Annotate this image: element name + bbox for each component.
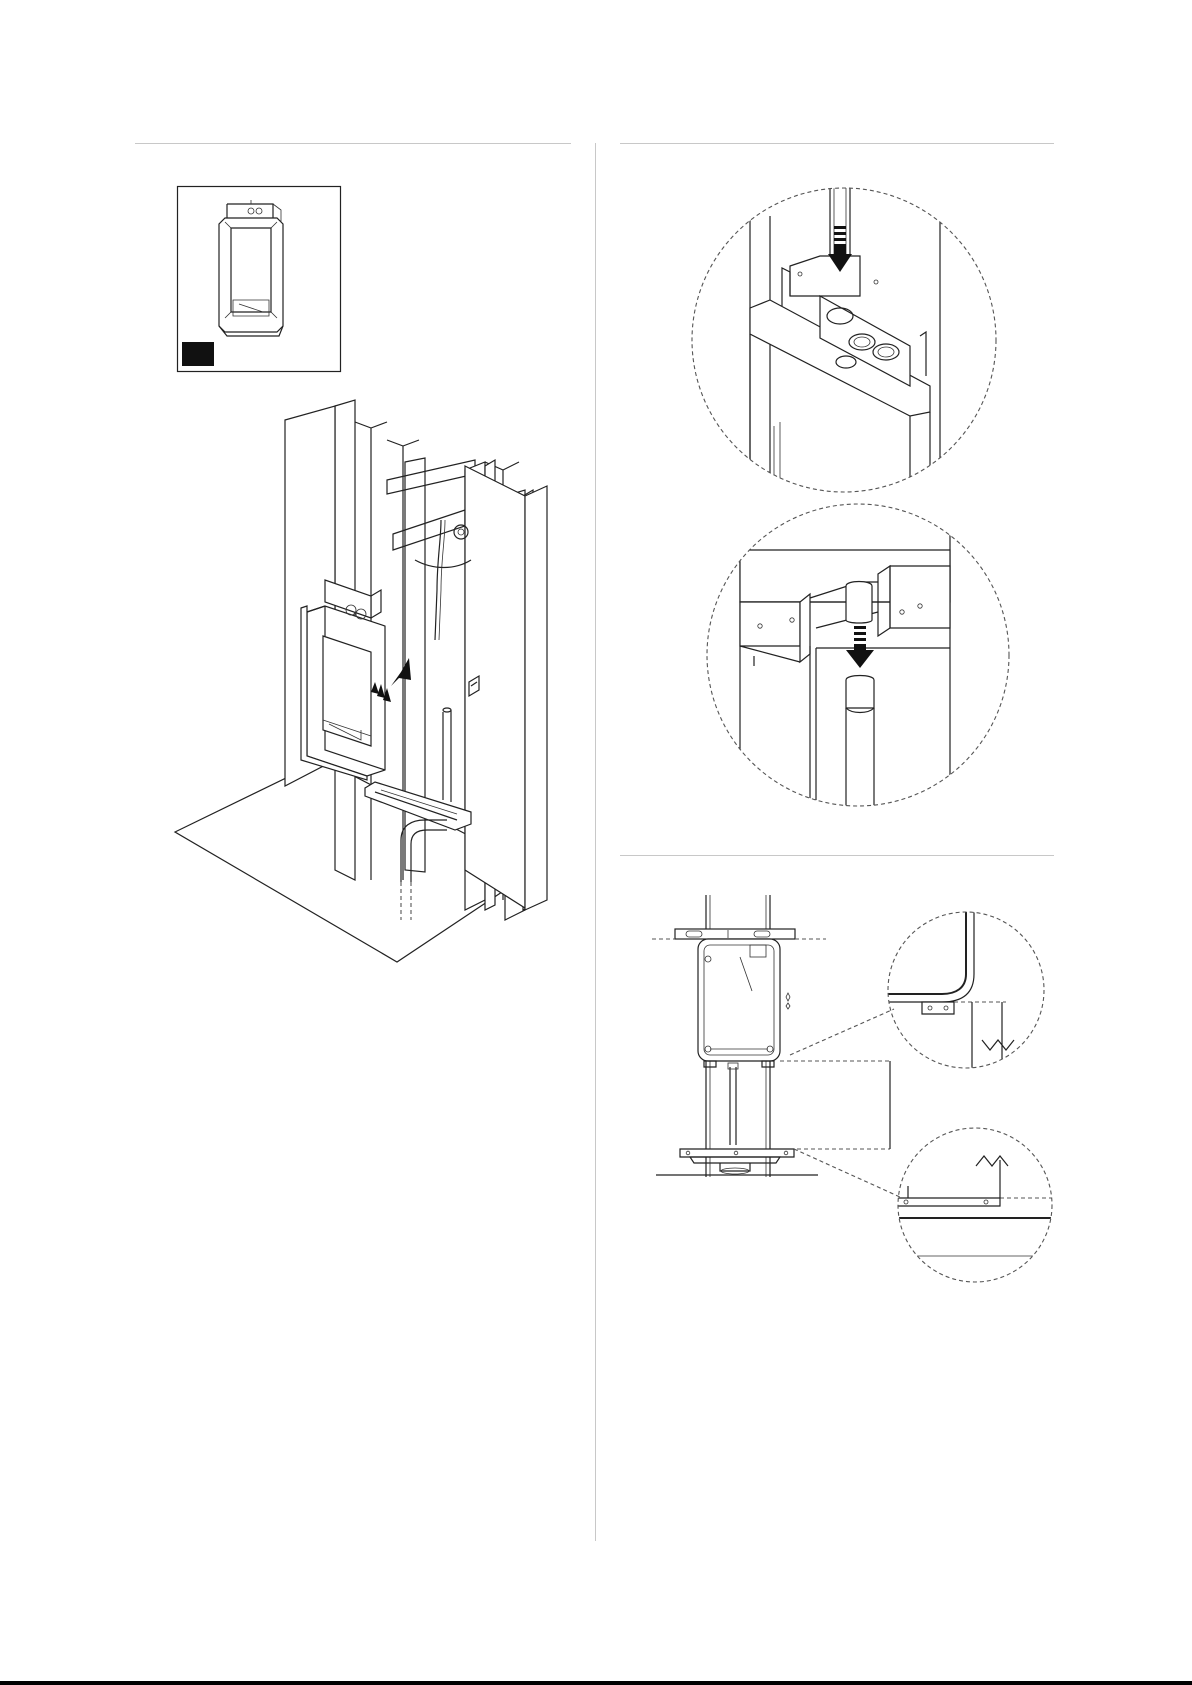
- detail-circle-frame-corner: [886, 910, 1046, 1070]
- black-square-badge-icon: [182, 342, 214, 366]
- detail-circle-pipe-bottom: [700, 502, 1016, 808]
- column-divider: [595, 143, 596, 1541]
- down-arrow-icon: [846, 626, 874, 668]
- spirit-level-icon: [675, 929, 795, 939]
- wall-installation-illustration: [175, 400, 575, 970]
- section-rule-right-middle: [620, 855, 1054, 856]
- detail-circle-floor-tray: [896, 1126, 1054, 1284]
- detail-circle-pipe-top: [690, 186, 998, 494]
- section-rule-left: [135, 143, 571, 144]
- frame-thumbnail-inset: [177, 186, 341, 372]
- page-bottom-bar: [0, 1681, 1192, 1685]
- section-rule-right-top: [620, 143, 1054, 144]
